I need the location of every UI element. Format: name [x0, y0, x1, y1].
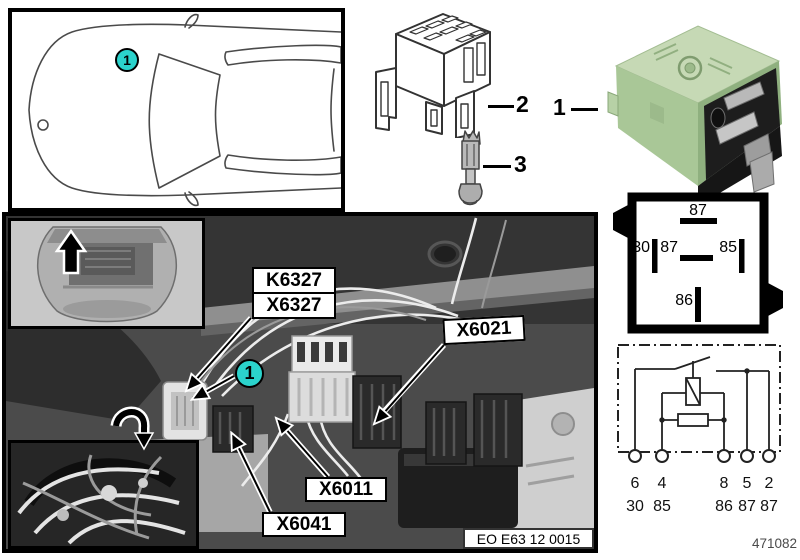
relay-pin-diagram: 87 30 87 85 86: [613, 192, 783, 334]
pin-label-top: 87: [689, 202, 707, 219]
schematic-pin-3: 5: [743, 475, 752, 492]
connector-label-x6041: X6041: [262, 512, 346, 537]
terminal-callout-number: 3: [514, 151, 527, 177]
socket-id: X6327: [254, 292, 334, 317]
leader-line-socket: [488, 105, 514, 108]
schematic-terminal-4: 87: [760, 498, 778, 515]
schematic-terminal-0: 30: [626, 498, 644, 515]
relay-callout-number: 1: [553, 94, 566, 120]
schematic-terminal-3: 87: [738, 498, 756, 515]
leader-line-terminal: [483, 165, 511, 168]
photo-panel: K6327 X6327 X6021 X6011 X6041 EO E63 12 …: [2, 212, 598, 553]
schematic-pin-0: 6: [631, 475, 640, 492]
schematic-terminal-2: 86: [715, 498, 733, 515]
car-location-panel: 1: [8, 8, 345, 212]
photo-callout-hotspot[interactable]: 1: [235, 359, 264, 388]
pin-label-bottom: 86: [675, 292, 693, 309]
arrow-x6011: [277, 419, 329, 478]
schematic-terminal-1: 85: [653, 498, 671, 515]
relay-circuit-schematic: 6 4 8 5 2 30 85 86 87 87: [617, 344, 781, 515]
relay-id-labels: K6327 X6327: [252, 267, 336, 319]
photo-reference-code: EO E63 12 0015: [463, 528, 594, 549]
document-number: 471082: [751, 536, 797, 551]
connector-label-x6021: X6021: [442, 314, 526, 346]
arrow-x6021: [375, 344, 445, 423]
pin-label-right: 85: [719, 239, 737, 256]
inset-car-front-view: [8, 218, 205, 329]
relay-id: K6327: [254, 269, 334, 292]
leader-line-relay: [571, 108, 598, 111]
schematic-pin-2: 8: [720, 475, 729, 492]
pin-label-left: 30: [632, 239, 650, 256]
car-callout-hotspot[interactable]: 1: [115, 48, 139, 72]
socket-callout-number: 2: [516, 91, 529, 117]
pin-label-center: 87: [660, 239, 678, 256]
terminal-pin-illustration: [458, 130, 483, 206]
car-top-view-drawing: 1: [28, 13, 341, 207]
inset-harness-view: [8, 440, 199, 549]
arrow-callout-1: [193, 375, 235, 399]
schematic-pin-4: 2: [765, 475, 774, 492]
photo-callout-number: 1: [244, 363, 255, 383]
arrow-x6041: [232, 434, 271, 513]
car-callout-number: 1: [123, 52, 131, 68]
relay-socket-illustration: [375, 13, 491, 138]
relay-photo: [607, 25, 782, 194]
schematic-pin-1: 4: [658, 475, 667, 492]
connector-label-x6011: X6011: [305, 477, 387, 502]
